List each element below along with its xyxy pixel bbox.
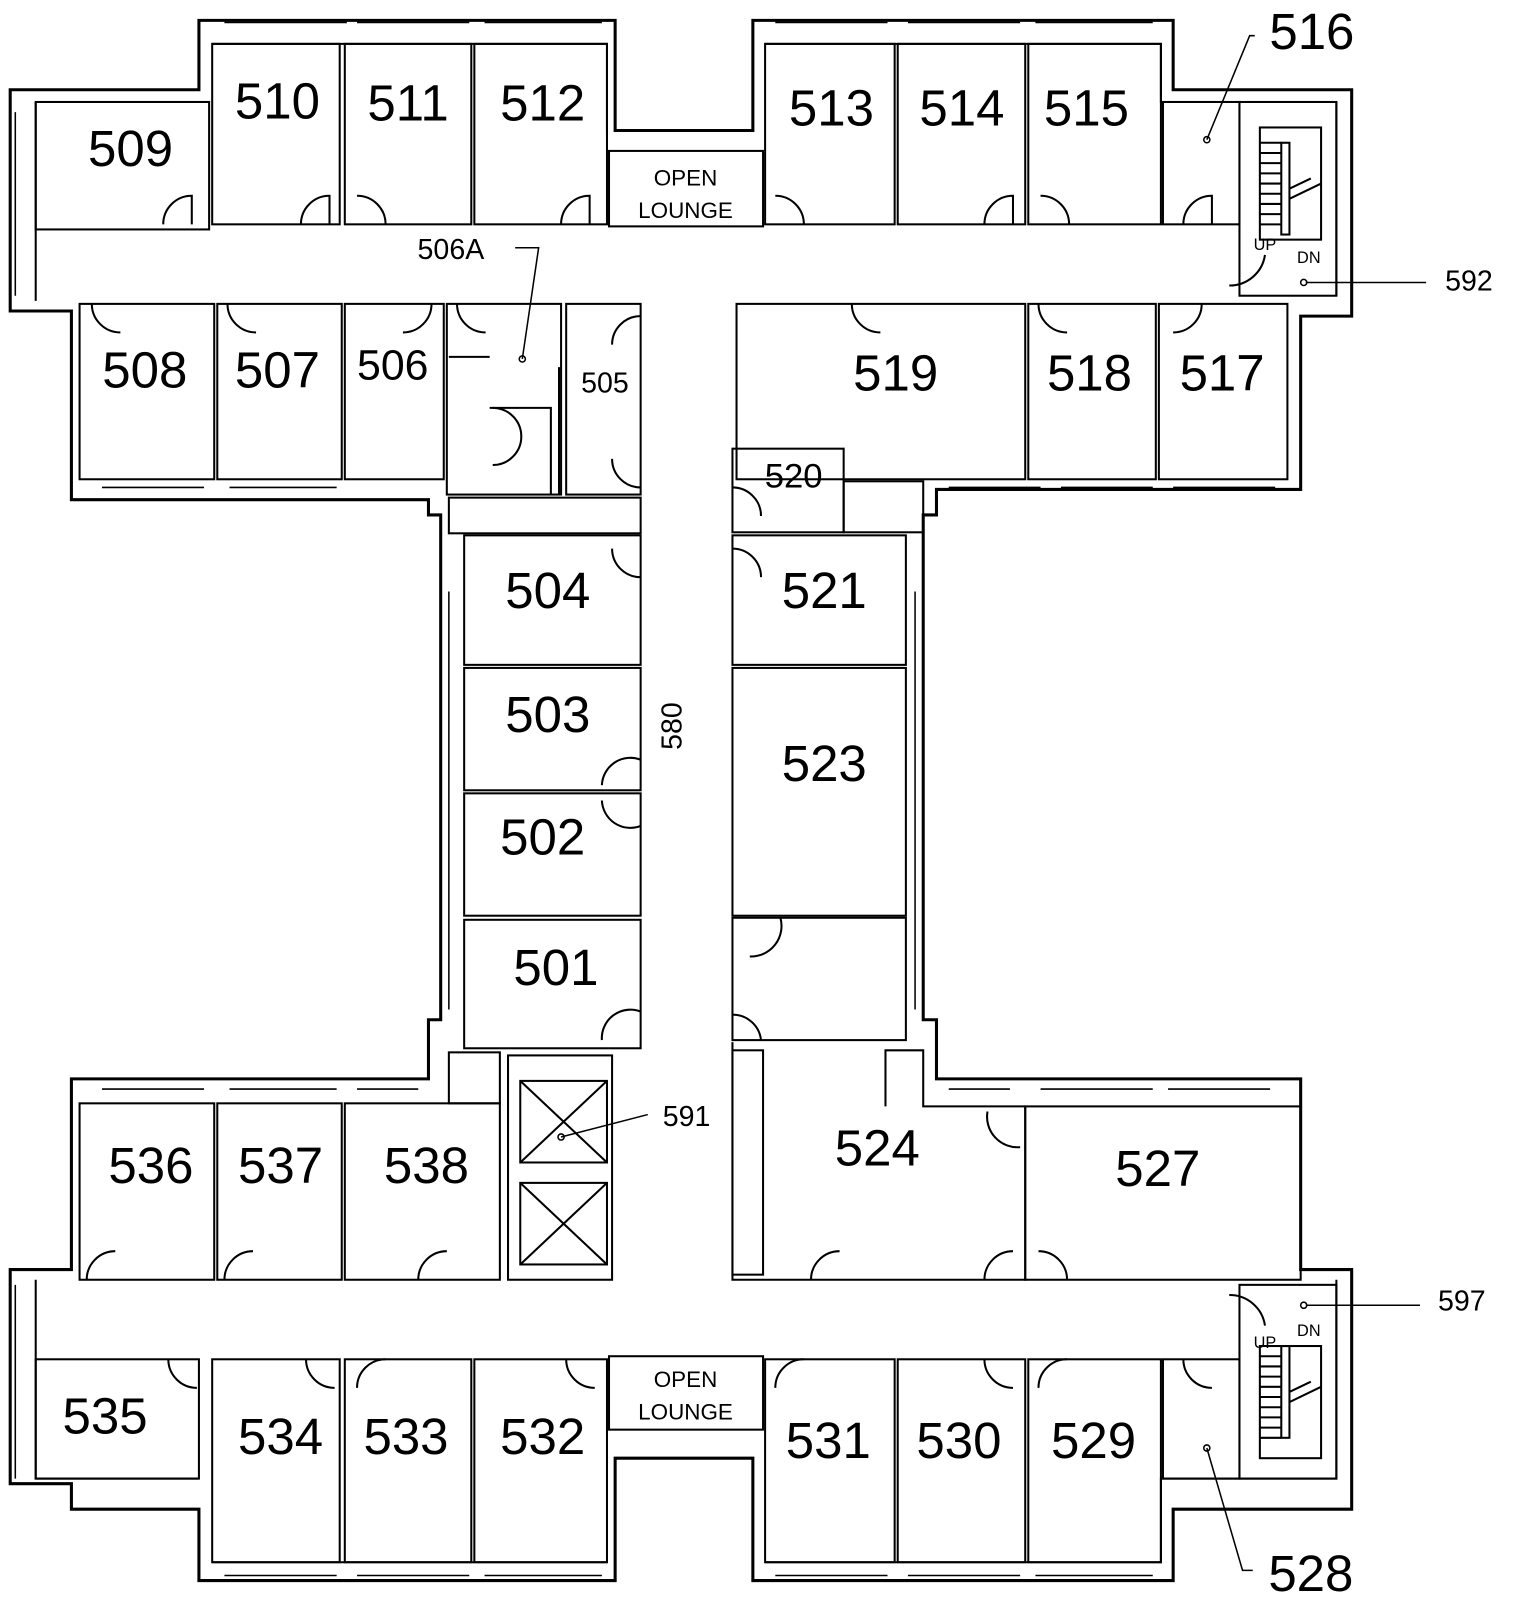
room-508: 508 [102, 342, 187, 399]
room-501: 501 [513, 939, 598, 996]
room-535: 535 [63, 1388, 148, 1445]
stairs-top [1258, 126, 1323, 241]
lounge-bottom-line1: OPEN [654, 1367, 718, 1392]
room-labels: 509 510 511 512 513 514 515 508 507 506 … [63, 72, 1265, 1469]
room-537: 537 [238, 1137, 323, 1194]
room-524: 524 [835, 1120, 920, 1177]
room-529: 529 [1051, 1412, 1136, 1469]
room-510: 510 [235, 72, 320, 129]
room-518: 518 [1047, 345, 1132, 402]
room-530: 530 [916, 1412, 1001, 1469]
room-517: 517 [1180, 345, 1265, 402]
room-523: 523 [782, 735, 867, 792]
stairs-top-dn: DN [1297, 249, 1321, 267]
lounge-top-line2: LOUNGE [638, 198, 733, 223]
room-505: 505 [581, 368, 629, 400]
callout-597: 597 [1438, 1285, 1486, 1317]
room-531: 531 [786, 1412, 871, 1469]
callout-580: 580 [656, 702, 688, 750]
room-534: 534 [238, 1408, 323, 1465]
elevator-shafts [519, 1079, 609, 1266]
windows [14, 21, 1276, 1577]
callout-591: 591 [663, 1101, 711, 1133]
callout-592: 592 [1445, 266, 1493, 298]
room-509: 509 [88, 120, 173, 177]
room-527: 527 [1115, 1140, 1200, 1197]
lounge-bottom-line2: LOUNGE [638, 1399, 733, 1424]
room-outlines [34, 42, 1338, 1564]
room-519: 519 [853, 345, 938, 402]
room-521: 521 [782, 562, 867, 619]
room-514: 514 [919, 79, 1004, 136]
room-513: 513 [789, 79, 874, 136]
room-532: 532 [500, 1408, 585, 1465]
room-507: 507 [235, 342, 320, 399]
room-502: 502 [500, 809, 585, 866]
room-506: 506 [357, 341, 428, 389]
doors [85, 194, 1266, 1389]
lounge-top-line1: OPEN [654, 166, 718, 191]
room-504: 504 [505, 562, 590, 619]
room-533: 533 [363, 1408, 448, 1465]
room-520: 520 [765, 457, 823, 495]
room-536: 536 [108, 1137, 193, 1194]
room-512: 512 [500, 74, 585, 131]
callout-516: 516 [1269, 3, 1354, 60]
callout-528: 528 [1268, 1545, 1353, 1602]
stairs-bottom-up: UP [1254, 1334, 1277, 1352]
callout-506a: 506A [418, 234, 485, 266]
stairs-bottom [1258, 1345, 1323, 1460]
stairs-top-up: UP [1254, 236, 1277, 254]
room-538: 538 [384, 1137, 469, 1194]
callouts: 516 506A 592 580 591 597 528 [418, 3, 1493, 1602]
exterior-wall [8, 18, 1354, 1583]
room-503: 503 [505, 686, 590, 743]
room-511: 511 [367, 74, 448, 131]
interior-outline [34, 42, 1338, 1564]
stairs-bottom-dn: DN [1297, 1322, 1321, 1340]
room-515: 515 [1044, 79, 1129, 136]
